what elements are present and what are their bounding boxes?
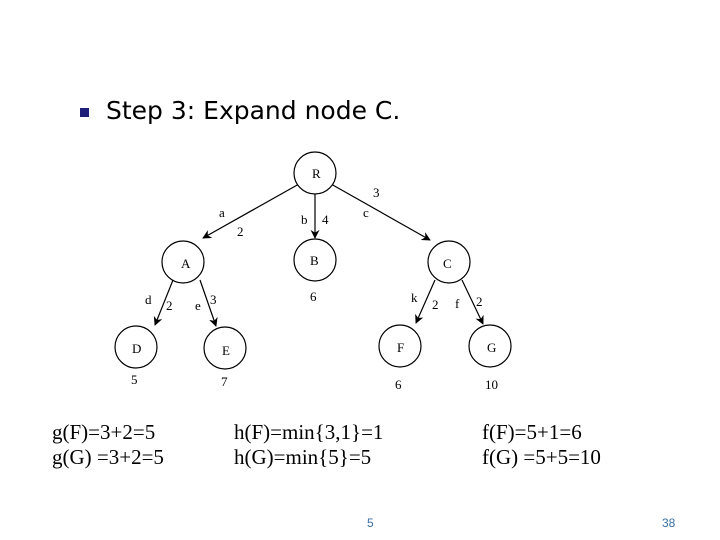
formula-g-G: g(G) =3+2=5 bbox=[52, 445, 164, 469]
node-F: F bbox=[378, 324, 422, 368]
formula-row-F: g(F)=3+2=5 h(F)=min{3,1}=1 f(F)=5+1=6 bbox=[52, 420, 601, 445]
node-E-label: E bbox=[222, 343, 230, 358]
node-B-label: B bbox=[310, 253, 319, 268]
slide-title: Step 3: Expand node C. bbox=[106, 96, 401, 125]
formula-row-G: g(G) =3+2=5 h(G)=min{5}=5 f(G) =5+5=10 bbox=[52, 445, 601, 470]
node-C: C bbox=[427, 240, 471, 284]
edge-label-c: c bbox=[363, 205, 369, 220]
edge-A-D bbox=[153, 279, 174, 326]
edge-cost-f: 2 bbox=[476, 294, 483, 309]
node-G-value: 10 bbox=[485, 377, 498, 392]
node-G-label: G bbox=[487, 340, 496, 355]
edge-label-d: d bbox=[145, 292, 152, 307]
edge-label-b: b bbox=[301, 212, 308, 227]
edge-cost-a: 2 bbox=[237, 224, 244, 239]
edge-cost-c: 3 bbox=[373, 185, 380, 200]
node-F-value: 6 bbox=[395, 377, 402, 392]
edge-label-a: a bbox=[219, 205, 225, 220]
edge-label-k: k bbox=[411, 290, 418, 305]
edge-R-A bbox=[202, 183, 300, 239]
step-bullet-row: Step 3: Expand node C. bbox=[80, 96, 400, 125]
edge-A-E bbox=[199, 279, 218, 327]
node-A: A bbox=[161, 240, 205, 284]
page-center-number: 5 bbox=[367, 516, 374, 530]
cost-formulas: g(F)=3+2=5 h(F)=min{3,1}=1 f(F)=5+1=6 g(… bbox=[52, 420, 601, 470]
page-number: 38 bbox=[662, 516, 676, 530]
node-A-label: A bbox=[181, 256, 191, 271]
node-R: R bbox=[293, 151, 337, 195]
node-F-label: F bbox=[397, 340, 404, 355]
node-G: G bbox=[468, 324, 512, 368]
formula-f-G: f(G) =5+5=10 bbox=[482, 445, 601, 469]
node-R-label: R bbox=[312, 166, 321, 181]
node-C-label: C bbox=[443, 256, 452, 271]
edge-label-e: e bbox=[195, 298, 201, 313]
node-B: B bbox=[293, 238, 337, 282]
node-B-value: 6 bbox=[310, 289, 317, 304]
node-D: D bbox=[114, 325, 158, 369]
edge-R-C bbox=[330, 183, 431, 241]
edge-cost-d: 2 bbox=[166, 298, 173, 313]
formula-g-F: g(F)=3+2=5 bbox=[52, 420, 156, 444]
edge-label-f: f bbox=[455, 296, 460, 311]
formula-h-F: h(F)=min{3,1}=1 bbox=[234, 420, 384, 444]
node-D-value: 5 bbox=[131, 372, 138, 387]
node-E-value: 7 bbox=[221, 374, 228, 389]
formula-f-F: f(F)=5+1=6 bbox=[482, 420, 582, 444]
node-E: E bbox=[203, 326, 247, 370]
edge-C-F bbox=[415, 279, 436, 324]
edge-cost-e: 3 bbox=[210, 292, 217, 307]
node-D-label: D bbox=[132, 341, 141, 356]
formula-h-G: h(G)=min{5}=5 bbox=[234, 445, 372, 469]
edge-C-G bbox=[461, 279, 484, 325]
edge-cost-k: 2 bbox=[432, 297, 439, 312]
search-tree-diagram: R A B C D E F G a 2 b 4 c 3 d 2 e 3 k 2 … bbox=[114, 151, 512, 392]
edge-cost-b: 4 bbox=[322, 212, 329, 227]
bullet-square-icon bbox=[80, 108, 89, 117]
